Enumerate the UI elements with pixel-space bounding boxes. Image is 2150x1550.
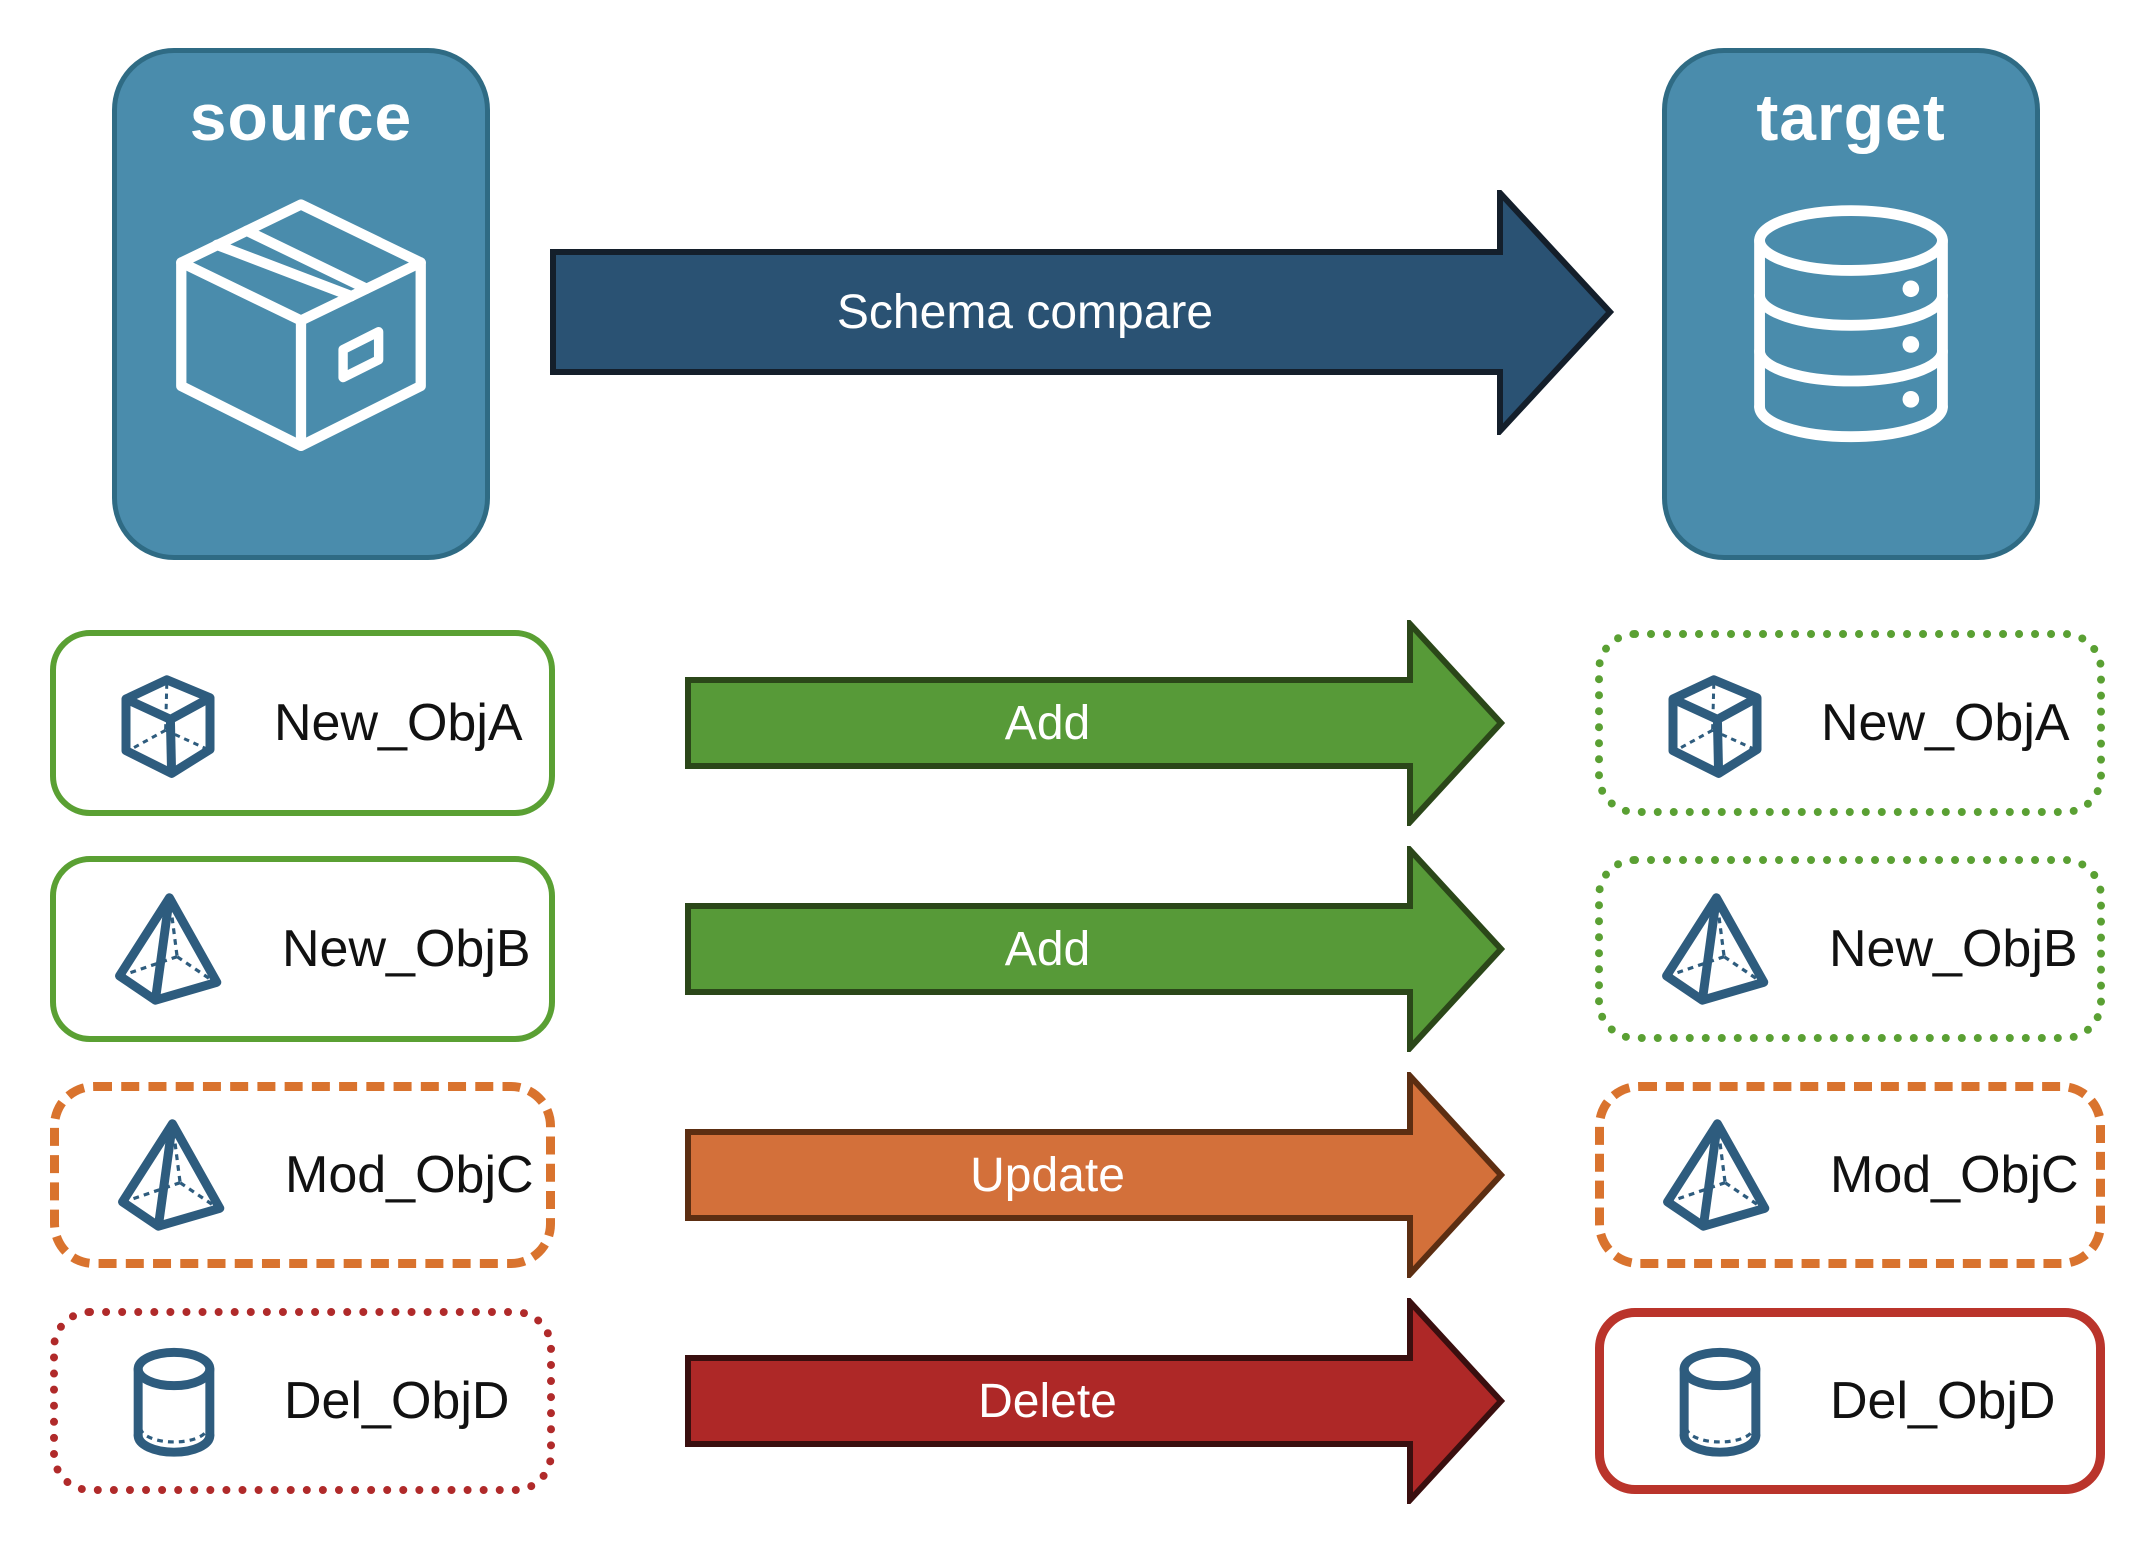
add-arrow-shape xyxy=(685,620,1505,826)
source-node: source xyxy=(112,48,490,560)
source-object-card-mod-objc: Mod_ObjC xyxy=(50,1082,555,1268)
schema-compare-arrow-shape xyxy=(550,190,1615,435)
object-name-label: New_ObjB xyxy=(282,920,531,978)
add-arrow-label: Add xyxy=(1004,922,1091,976)
add-arrow-label: Add xyxy=(1004,696,1091,750)
target-label: target xyxy=(1756,80,1946,154)
pyramid-icon xyxy=(1655,885,1783,1013)
update-arrow: Update xyxy=(685,1072,1505,1278)
package-icon xyxy=(151,169,451,487)
update-arrow-shape xyxy=(685,1072,1505,1278)
source-object-card-new-obja: New_ObjA xyxy=(50,630,555,816)
object-name-label: Mod_ObjC xyxy=(1830,1146,2079,1204)
object-name-label: New_ObjA xyxy=(274,694,523,752)
cylinder-icon xyxy=(110,1337,238,1465)
schema-compare-arrow: Schema compare xyxy=(550,190,1615,435)
object-name-label: Del_ObjD xyxy=(284,1372,510,1430)
object-name-label: New_ObjB xyxy=(1829,920,2078,978)
delete-arrow: Delete xyxy=(685,1298,1505,1504)
pyramid-icon xyxy=(111,1111,239,1239)
target-object-card-new-objb: New_ObjB xyxy=(1595,856,2105,1042)
add-arrow-row2: Add xyxy=(685,846,1505,1052)
source-object-card-new-objb: New_ObjB xyxy=(50,856,555,1042)
schema-compare-label: Schema compare xyxy=(836,285,1214,339)
object-name-label: New_ObjA xyxy=(1821,694,2070,752)
cylinder-icon xyxy=(1656,1337,1784,1465)
add-arrow-shape xyxy=(685,846,1505,1052)
delete-arrow-label: Delete xyxy=(978,1374,1117,1428)
target-node: target xyxy=(1662,48,2040,560)
cube-icon xyxy=(1655,663,1775,783)
object-name-label: Mod_ObjC xyxy=(285,1146,534,1204)
cube-icon xyxy=(108,663,228,783)
source-object-card-del-objd: Del_ObjD xyxy=(50,1308,555,1494)
update-arrow-label: Update xyxy=(970,1148,1125,1202)
target-object-card-new-obja: New_ObjA xyxy=(1595,630,2105,816)
delete-arrow-shape xyxy=(685,1298,1505,1504)
target-object-card-mod-objc: Mod_ObjC xyxy=(1595,1082,2105,1268)
object-name-label: Del_ObjD xyxy=(1830,1372,2056,1430)
add-arrow-row1: Add xyxy=(685,620,1505,826)
source-label: source xyxy=(189,80,413,154)
pyramid-icon xyxy=(1656,1111,1784,1239)
database-icon xyxy=(1726,189,1976,455)
pyramid-icon xyxy=(108,885,236,1013)
target-object-card-del-objd: Del_ObjD xyxy=(1595,1308,2105,1494)
